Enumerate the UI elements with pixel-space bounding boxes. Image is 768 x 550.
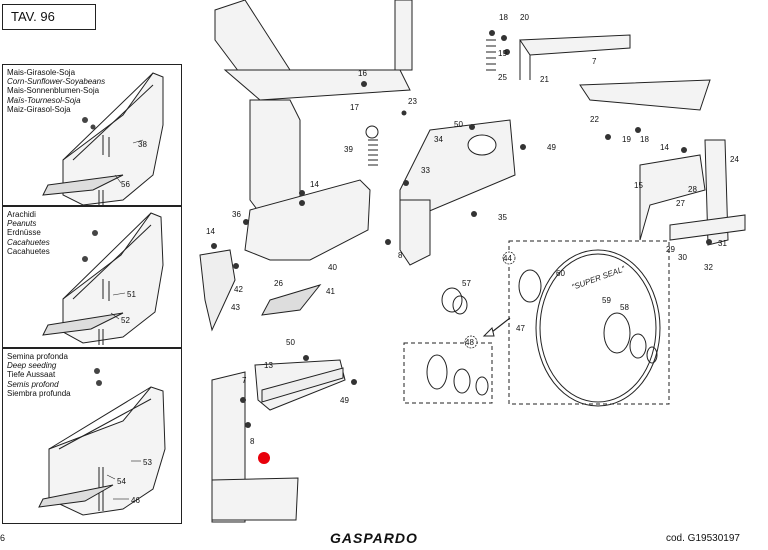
callout-number: 7 xyxy=(592,57,597,66)
crop-label-de: Tiefe Aussaat xyxy=(7,370,56,380)
callout-number: 44 xyxy=(503,254,512,263)
crop-label-de: Mais-Sonnenblumen-Soja xyxy=(7,86,100,96)
callout-number: 17 xyxy=(350,103,359,112)
callout-number: 50 xyxy=(454,120,463,129)
part-number: 51 xyxy=(127,290,136,299)
callout-number: 26 xyxy=(274,279,283,288)
document-code: cod. G19530197 xyxy=(666,533,740,544)
callout-number: 20 xyxy=(520,13,529,22)
callout-number: 49 xyxy=(547,143,556,152)
coulter-illustration: 51 52 xyxy=(42,212,164,345)
callout-number: 41 xyxy=(326,287,335,296)
callout-layer: 18 20 7 25 19 21 16 17 23 22 19 18 50 34 49 39 14 24 15 28 3… xyxy=(206,13,739,446)
callout-number: 32 xyxy=(704,263,713,272)
crop-label-es: Cacahuetes xyxy=(7,246,50,256)
callout-number: 23 xyxy=(408,97,417,106)
crop-label-it: Mais-Girasole-Soja xyxy=(7,68,76,77)
variant-panel-corn-sunflower: 38 56 Mais-Girasole-Soja Corn-Sunflower-… xyxy=(2,64,182,207)
callout-number: 59 xyxy=(602,296,611,305)
callout-number: 40 xyxy=(328,263,337,272)
callout-number: 28 xyxy=(688,185,697,194)
page-number: 6 xyxy=(0,533,6,543)
callout-number: 24 xyxy=(730,155,739,164)
part-number: 52 xyxy=(121,316,130,325)
coulter-illustration: 38 56 xyxy=(42,72,164,207)
callout-number: 34 xyxy=(434,135,443,144)
crop-label-fr: Cacahuetes xyxy=(7,237,50,247)
part-number: 53 xyxy=(143,458,152,467)
callout-number: 31 xyxy=(718,239,727,248)
callout-number: 14 xyxy=(310,180,319,189)
callout-number: 49 xyxy=(340,396,349,405)
callout-number: 48 xyxy=(465,338,474,347)
callout-number: 7 xyxy=(242,376,247,385)
callout-number: 8 xyxy=(250,437,255,446)
callout-number: 30 xyxy=(678,253,687,262)
callout-number: 42 xyxy=(234,285,243,294)
crop-label-en: Deep seeding xyxy=(7,361,57,371)
callout-number: 36 xyxy=(232,210,241,219)
coulter-illustration: 53 54 46 xyxy=(38,368,166,516)
crop-label-en: Corn-Sunflower-Soyabeans xyxy=(7,77,106,87)
crop-label-fr: Maïs-Tournesol-Soja xyxy=(7,95,81,105)
callout-number: 47 xyxy=(516,324,525,333)
callout-number: 43 xyxy=(231,303,240,312)
callout-number: 14 xyxy=(660,143,669,152)
callout-number: 15 xyxy=(634,181,643,190)
table-number: TAV. 96 xyxy=(11,9,55,24)
callout-number: 13 xyxy=(264,361,273,370)
callout-number: 35 xyxy=(498,213,507,222)
crop-label-es: Maiz-Girasol-Soja xyxy=(7,104,71,114)
callout-number: 8 xyxy=(398,251,403,260)
callout-number: 33 xyxy=(421,166,430,175)
crop-label-es: Siembra profunda xyxy=(7,388,71,398)
callout-number: 39 xyxy=(344,145,353,154)
callout-number: 22 xyxy=(590,115,599,124)
callout-number: 29 xyxy=(666,245,675,254)
callout-number: 21 xyxy=(540,75,549,84)
callout-number: 57 xyxy=(462,279,471,288)
part-number: 46 xyxy=(131,496,140,505)
callout-number: 16 xyxy=(358,69,367,78)
crop-label-list: Arachidi Peanuts Erdnüsse Cacahuetes Cac… xyxy=(7,210,50,256)
callout-number: 25 xyxy=(498,73,507,82)
highlight-marker xyxy=(258,452,270,464)
crop-label-list: Mais-Girasole-Soja Corn-Sunflower-Soyabe… xyxy=(7,68,105,114)
callout-number: 50 xyxy=(286,338,295,347)
variant-panel-peanuts: 51 52 Arachidi Peanuts Erdnüsse Cacahuet… xyxy=(2,206,182,348)
part-number: 54 xyxy=(117,477,126,486)
callout-number: 27 xyxy=(676,199,685,208)
callout-number: 19 xyxy=(498,49,507,58)
table-number-box: TAV. 96 xyxy=(2,4,96,30)
callout-number: 18 xyxy=(499,13,508,22)
callout-number: 18 xyxy=(640,135,649,144)
crop-label-fr: Semis profond xyxy=(7,379,59,389)
crop-label-it: Semina profonda xyxy=(7,352,68,361)
crop-label-en: Peanuts xyxy=(7,219,37,229)
part-number: 38 xyxy=(138,140,147,149)
callout-number: 14 xyxy=(206,227,215,236)
brand-logo: GASPARDO xyxy=(330,530,418,546)
disc-brand-text: "SUPER SEAL" xyxy=(571,264,628,292)
callout-number: 19 xyxy=(622,135,631,144)
callout-number: 58 xyxy=(620,303,629,312)
variant-panel-deep-seeding: 53 54 46 Semina profonda Deep seeding Ti… xyxy=(2,348,182,524)
crop-label-de: Erdnüsse xyxy=(7,228,41,238)
part-number: 56 xyxy=(121,180,130,189)
crop-label-it: Arachidi xyxy=(7,210,36,219)
callout-number: 60 xyxy=(556,269,565,278)
crop-label-list: Semina profonda Deep seeding Tiefe Aussa… xyxy=(7,352,71,398)
